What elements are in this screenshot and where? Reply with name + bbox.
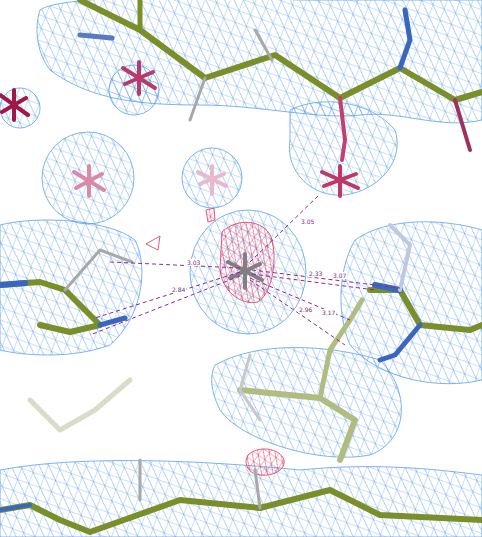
distance-label: 2.84: [171, 286, 186, 293]
distance-label: 3.07: [332, 272, 347, 279]
distance-label: 3.05: [300, 218, 315, 225]
distance-label: 3.03: [186, 259, 201, 266]
distance-label: 2.33: [308, 270, 323, 277]
distance-label: 3.17: [321, 309, 336, 316]
distance-label: 2.96: [298, 306, 313, 313]
